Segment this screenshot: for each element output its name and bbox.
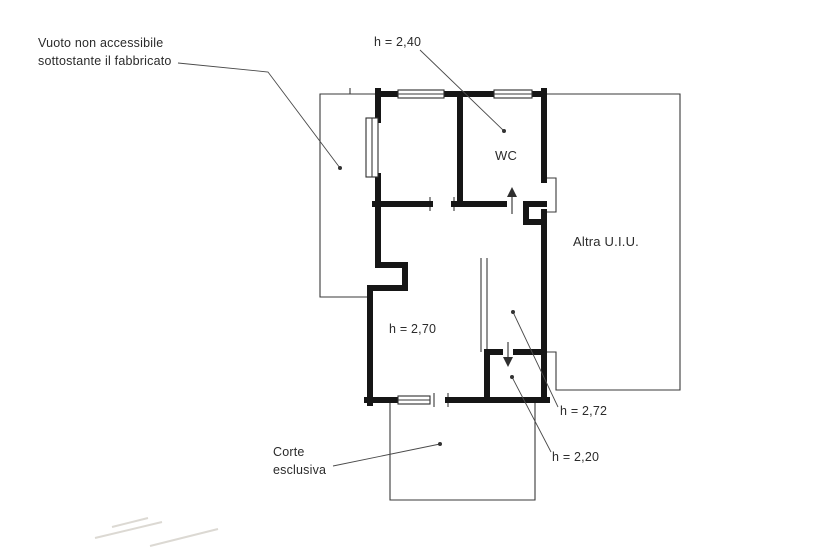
- leader-dot: [338, 166, 342, 170]
- landing-notch-outline: [544, 177, 557, 213]
- bottom-room-height-label: h = 2,20: [552, 450, 599, 464]
- wc-room-label: WC: [495, 148, 517, 163]
- courtyard-outline: [389, 403, 536, 501]
- leader-dot: [502, 129, 506, 133]
- leader-dot: [511, 310, 515, 314]
- leader-dots: [338, 129, 515, 446]
- corte-label-line2: esclusiva: [273, 463, 326, 477]
- right-room-height-label: h = 2,72: [560, 404, 607, 418]
- window-mullions: [371, 93, 532, 401]
- scan-smudge: [94, 517, 219, 547]
- main-room-height-label: h = 2,70: [389, 322, 436, 336]
- window-symbols: [365, 89, 533, 405]
- leader-lines: [177, 49, 559, 467]
- void-label-line2: sottostante il fabbricato: [38, 54, 172, 68]
- wc-height-label: h = 2,40: [374, 35, 421, 49]
- down-arrow-icon: [503, 342, 513, 367]
- leader-dot: [510, 375, 514, 379]
- unit-walls: [364, 88, 550, 406]
- void-area-outline: [319, 88, 378, 298]
- door-jamb-ticks: [429, 197, 455, 407]
- leader-dot: [438, 442, 442, 446]
- altra-uiu-outline: [544, 93, 681, 391]
- up-arrow-icon: [507, 187, 517, 214]
- altra-uiu-label: Altra U.I.U.: [573, 234, 639, 249]
- interior-partition: [480, 258, 488, 352]
- corte-label-line1: Corte: [273, 445, 305, 459]
- void-label-line1: Vuoto non accessibile: [38, 36, 163, 50]
